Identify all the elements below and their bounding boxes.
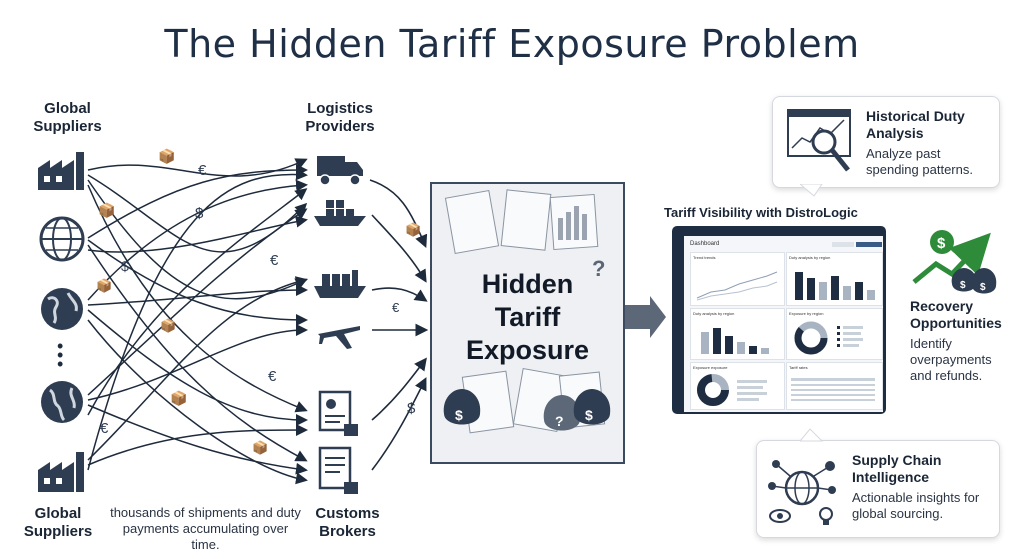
shipments-note: thousands of shipments and duty payments… bbox=[110, 505, 301, 552]
panel-title: Tariff rates bbox=[789, 365, 808, 370]
callout-pointer bbox=[800, 428, 824, 442]
dashboard-panel-exposure2: Exposure exposure bbox=[690, 362, 785, 410]
customs-label: Customs Brokers bbox=[315, 505, 380, 540]
svg-text:$: $ bbox=[960, 280, 966, 291]
dollar-icon: $ bbox=[407, 400, 416, 417]
svg-text:$: $ bbox=[585, 407, 593, 423]
dashboard-panel-region: Duty analysis by region bbox=[786, 252, 883, 306]
magnifier-chart-icon bbox=[787, 109, 851, 172]
panel-title: Trend trends bbox=[693, 255, 716, 260]
supply-callout bbox=[756, 440, 1000, 538]
dashboard-button[interactable] bbox=[856, 242, 882, 247]
dashboard-panel-duty: Duty analysis by region bbox=[690, 308, 785, 360]
box-icon: 📦 bbox=[252, 440, 269, 455]
exposure-donut bbox=[697, 374, 767, 406]
panel-title: Exposure exposure bbox=[693, 365, 728, 370]
dashboard-header: Dashboard bbox=[690, 241, 720, 247]
euro-icon: € bbox=[268, 368, 277, 385]
euro-icon: € bbox=[198, 162, 207, 179]
historical-title: Historical Duty Analysis bbox=[866, 108, 965, 141]
box-icon: 📦 bbox=[170, 390, 188, 406]
suppliers-bottom-label: Global Suppliers bbox=[23, 505, 93, 540]
factory-icon bbox=[38, 152, 84, 190]
globe-icon bbox=[41, 381, 83, 423]
recovery-text: Identify overpayments and refunds. bbox=[910, 336, 992, 383]
customs-document-icon bbox=[318, 446, 358, 494]
svg-text:$: $ bbox=[455, 407, 463, 423]
dollar-icon: $ bbox=[121, 258, 129, 274]
page-title: The Hidden Tariff Exposure Problem bbox=[164, 22, 860, 66]
box-icon: 📦 bbox=[160, 318, 177, 333]
euro-icon: € bbox=[392, 300, 400, 315]
ship-icon bbox=[314, 270, 366, 298]
svg-text:?: ? bbox=[555, 413, 564, 429]
box-icon: 📦 bbox=[405, 222, 422, 237]
big-arrow bbox=[623, 296, 666, 338]
region-bar-chart bbox=[795, 272, 875, 300]
truck-icon bbox=[317, 156, 363, 186]
globe-icon bbox=[39, 216, 85, 262]
euro-icon: € bbox=[100, 420, 109, 437]
panel-title: Duty analysis by region bbox=[789, 255, 831, 260]
historical-text: Analyze past spending patterns. bbox=[866, 146, 973, 177]
hidden-line-1: Hidden bbox=[481, 269, 574, 299]
box-icon: 📦 bbox=[158, 148, 176, 164]
money-bag-icon: $ bbox=[443, 389, 481, 425]
svg-text:$: $ bbox=[980, 282, 986, 293]
dashboard-panel-table: Tariff rates bbox=[786, 362, 883, 410]
suppliers-top-label: Global Suppliers bbox=[33, 100, 102, 135]
box-icon: 📦 bbox=[98, 202, 116, 218]
exposure-donut bbox=[794, 321, 863, 355]
svg-text:?: ? bbox=[592, 256, 605, 281]
trend-line-chart bbox=[696, 271, 778, 301]
ellipsis-dots: ••• bbox=[57, 336, 64, 374]
growth-arrow-icon: $ $ $ bbox=[912, 230, 997, 294]
supply-title: Supply Chain Intelligence bbox=[852, 452, 942, 485]
tariff-table bbox=[791, 378, 875, 401]
dashboard-panel-exposure: Exposure by region bbox=[786, 308, 883, 360]
dollar-icon: $ bbox=[195, 205, 204, 222]
duty-bar-chart bbox=[701, 328, 769, 354]
hidden-line-2: Tariff bbox=[494, 302, 561, 332]
ship-icon bbox=[314, 200, 366, 226]
supply-text: Actionable insights for global sourcing. bbox=[852, 490, 980, 521]
panel-title: Duty analysis by region bbox=[693, 311, 735, 316]
plane-icon bbox=[318, 326, 360, 349]
hidden-exposure-title: Hidden Tariff Exposure bbox=[430, 268, 625, 367]
factory-icon bbox=[38, 452, 84, 492]
box-icon: 📦 bbox=[96, 278, 113, 293]
svg-text:$: $ bbox=[937, 235, 946, 252]
panel-title: Exposure by region bbox=[789, 311, 824, 316]
network-globe-icon bbox=[768, 460, 836, 525]
recovery-title: Recovery Opportunities bbox=[910, 298, 1002, 331]
customs-document-icon bbox=[318, 390, 358, 436]
visibility-title: Tariff Visibility with DistroLogic bbox=[664, 205, 858, 220]
hidden-line-3: Exposure bbox=[465, 335, 590, 365]
logistics-label: Logistics Providers bbox=[305, 100, 375, 135]
paper-pile: ? $ ? $ bbox=[443, 189, 611, 434]
euro-icon: € bbox=[270, 252, 279, 269]
callout-pointer bbox=[800, 184, 823, 197]
dashboard-panel-trend: Trend trends bbox=[690, 252, 785, 306]
globe-icon bbox=[41, 288, 83, 330]
dashboard-filter[interactable] bbox=[832, 242, 854, 247]
